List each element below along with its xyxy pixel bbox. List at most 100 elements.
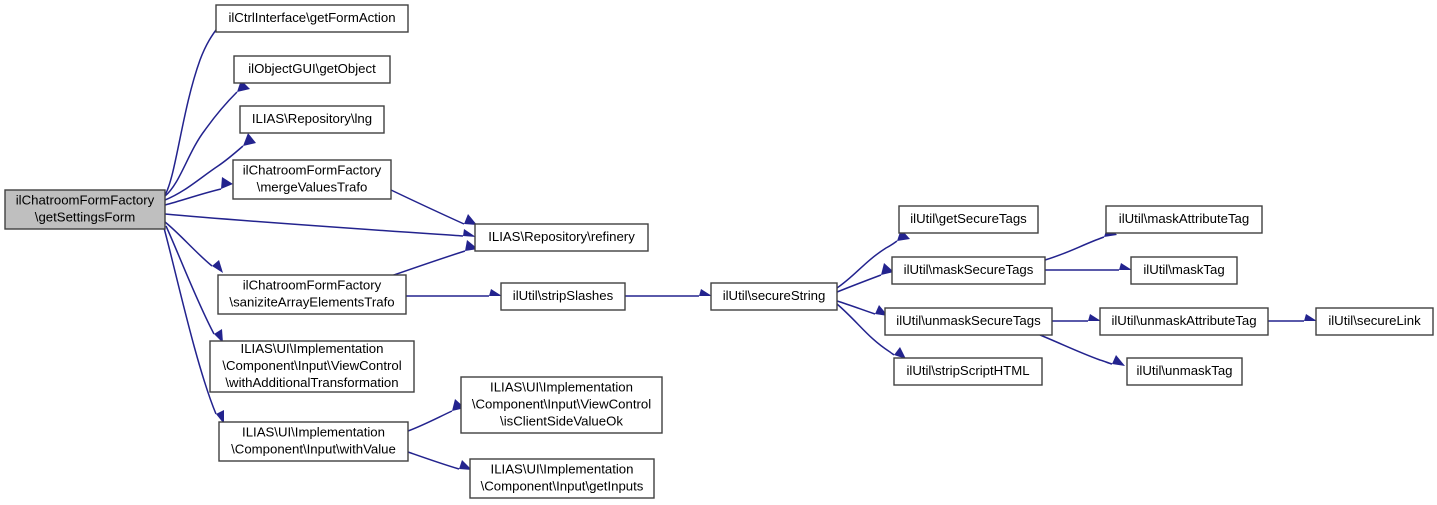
call-edge (164, 177, 233, 206)
node-box[interactable] (460, 376, 663, 434)
node-label-line: ilChatroomFormFactory (16, 192, 155, 207)
edge-line (164, 145, 244, 201)
node-label-line: ilUtil\maskAttributeTag (1119, 211, 1249, 226)
node-label-line: ilCtrlInterface\getFormAction (228, 10, 395, 25)
node-label-line: ilObjectGUI\getObject (248, 61, 376, 76)
node-box[interactable] (884, 307, 1053, 336)
node-box[interactable] (891, 256, 1046, 285)
node-label-line: ilUtil\unmaskSecureTags (896, 313, 1041, 328)
node-box[interactable] (233, 55, 391, 84)
node-box[interactable] (893, 357, 1043, 386)
node-label-line: \saniziteArrayElementsTrafo (229, 294, 394, 309)
node-label-line: \isClientSideValueOk (500, 413, 623, 428)
graph-node-getSecureTags[interactable]: ilUtil\getSecureTags (898, 205, 1039, 234)
node-label-line: \Component\Input\withValue (231, 441, 396, 456)
graph-node-unmaskTag[interactable]: ilUtil\unmaskTag (1126, 357, 1243, 386)
node-box[interactable] (474, 223, 649, 252)
graph-node-maskTag[interactable]: ilUtil\maskTag (1130, 256, 1238, 285)
arrowhead-icon (221, 177, 233, 189)
node-label-line: ilChatroomFormFactory (243, 277, 382, 292)
node-label-line: \Component\Input\ViewControl (472, 396, 651, 411)
node-box[interactable] (469, 458, 655, 499)
node-box[interactable] (218, 421, 409, 462)
edge-line (164, 25, 220, 196)
node-label-line: \withAdditionalTransformation (225, 375, 398, 390)
edge-line (836, 274, 882, 293)
graph-node-maskAttributeTag[interactable]: ilUtil\maskAttributeTag (1105, 205, 1263, 234)
node-label-line: ilUtil\maskTag (1143, 262, 1224, 277)
node-box[interactable] (239, 105, 385, 134)
graph-node-unmaskSecureTags[interactable]: ilUtil\unmaskSecureTags (884, 307, 1053, 336)
arrowhead-icon (894, 347, 906, 359)
node-box[interactable] (1315, 307, 1434, 336)
node-label-line: ILIAS\UI\Implementation (491, 461, 634, 476)
edge-line (164, 188, 222, 206)
call-edge (1268, 314, 1317, 322)
call-edge (1039, 334, 1125, 366)
arrowhead-icon (459, 460, 472, 470)
graph-node-secureLink[interactable]: ilUtil\secureLink (1315, 307, 1434, 336)
call-edge (836, 303, 906, 359)
graph-node-secureString[interactable]: ilUtil\secureString (710, 282, 838, 311)
graph-node-stripSlashes[interactable]: ilUtil\stripSlashes (500, 282, 626, 311)
graph-node-getFormAction[interactable]: ilCtrlInterface\getFormAction (215, 4, 409, 33)
edge-line (407, 410, 453, 432)
arrowhead-icon (216, 410, 224, 424)
arrowhead-icon (1304, 314, 1317, 321)
edge-line (164, 221, 213, 267)
edge-line (836, 300, 876, 315)
graph-node-stripScriptHTML[interactable]: ilUtil\stripScriptHTML (893, 357, 1043, 386)
node-label-line: ilChatroomFormFactory (243, 162, 382, 177)
node-box[interactable] (1105, 205, 1263, 234)
call-edge (836, 300, 888, 316)
edge-line (407, 451, 460, 470)
graph-node-lng[interactable]: ILIAS\Repository\lng (239, 105, 385, 134)
node-box[interactable] (1130, 256, 1238, 285)
graph-node-withAdditionalTransformation[interactable]: ILIAS\UI\Implementation\Component\Input\… (209, 340, 415, 393)
graph-node-mergeValuesTrafo[interactable]: ilChatroomFormFactory \mergeValuesTrafo (232, 159, 392, 200)
arrowhead-icon (1119, 263, 1132, 270)
call-edge (164, 16, 232, 196)
node-label-line: \mergeValuesTrafo (257, 179, 368, 194)
graph-node-refinery[interactable]: ILIAS\Repository\refinery (474, 223, 649, 252)
nodes-layer: ilChatroomFormFactory\getSettingsFormilC… (4, 4, 1434, 499)
arrowhead-icon (489, 289, 502, 296)
edges-layer (163, 16, 1317, 470)
node-box[interactable] (898, 205, 1039, 234)
arrowhead-icon (1112, 355, 1125, 366)
node-label-line: \getSettingsForm (35, 209, 135, 224)
node-box[interactable] (215, 4, 409, 33)
node-box[interactable] (1099, 307, 1269, 336)
node-box[interactable] (500, 282, 626, 311)
arrowhead-icon (881, 263, 894, 275)
call-edge (390, 240, 478, 277)
node-label-line: ilUtil\stripSlashes (513, 288, 614, 303)
graph-node-withValue[interactable]: ILIAS\UI\Implementation\Component\Input\… (218, 421, 409, 462)
node-box[interactable] (209, 340, 415, 393)
node-box[interactable] (710, 282, 838, 311)
node-box[interactable] (217, 274, 407, 315)
graph-node-getObject[interactable]: ilObjectGUI\getObject (233, 55, 391, 84)
edge-line (836, 303, 895, 356)
node-label-line: ilUtil\secureString (723, 288, 826, 303)
node-box[interactable] (1126, 357, 1243, 386)
edge-line (836, 240, 898, 289)
call-edge (164, 221, 223, 273)
edge-line (390, 250, 466, 277)
graph-node-unmaskAttributeTag[interactable]: ilUtil\unmaskAttributeTag (1099, 307, 1269, 336)
arrowhead-icon (243, 133, 256, 146)
graph-node-getInputs[interactable]: ILIAS\UI\Implementation\Component\Input\… (469, 458, 655, 499)
call-edge (407, 399, 465, 432)
graph-node-saniziteArrayElementsTrafo[interactable]: ilChatroomFormFactory \saniziteArrayEleme… (217, 274, 407, 315)
call-edge (390, 189, 477, 225)
node-box[interactable] (232, 159, 392, 200)
arrowhead-icon (214, 329, 223, 343)
node-box[interactable] (4, 189, 166, 230)
graph-node-getSettingsForm[interactable]: ilChatroomFormFactory \getSettingsForm (4, 189, 166, 230)
call-edge (1045, 263, 1132, 271)
call-edge (407, 451, 472, 470)
graph-node-maskSecureTags[interactable]: ilUtil\maskSecureTags (891, 256, 1046, 285)
graph-node-isClientSideValueOk[interactable]: ILIAS\UI\Implementation\Component\Input\… (460, 376, 663, 434)
node-label-line: ILIAS\UI\Implementation (241, 341, 384, 356)
node-label-line: ilUtil\getSecureTags (910, 211, 1027, 226)
